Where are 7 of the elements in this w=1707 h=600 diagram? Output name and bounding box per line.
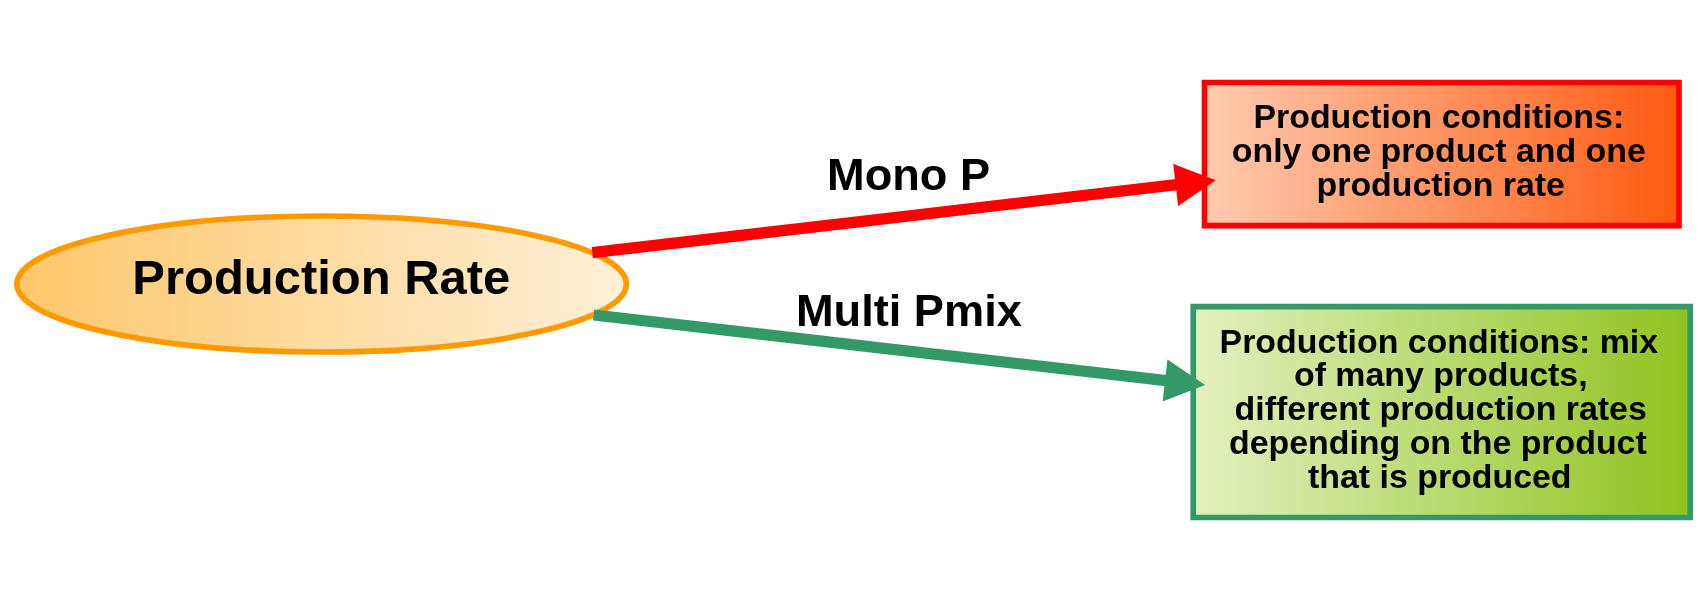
node-ellipse: Production Rate: [14, 213, 630, 355]
edge-label: Multi Pmix: [795, 284, 1022, 336]
arrow: [591, 163, 1216, 259]
node-box: Production conditions: only one product and one production rate: [1201, 79, 1682, 229]
edge-label: Mono P: [827, 149, 991, 201]
arrow: [593, 309, 1206, 402]
node-box: Production conditions: mix of many products, different production rates depending on the product that is produced: [1190, 303, 1694, 521]
